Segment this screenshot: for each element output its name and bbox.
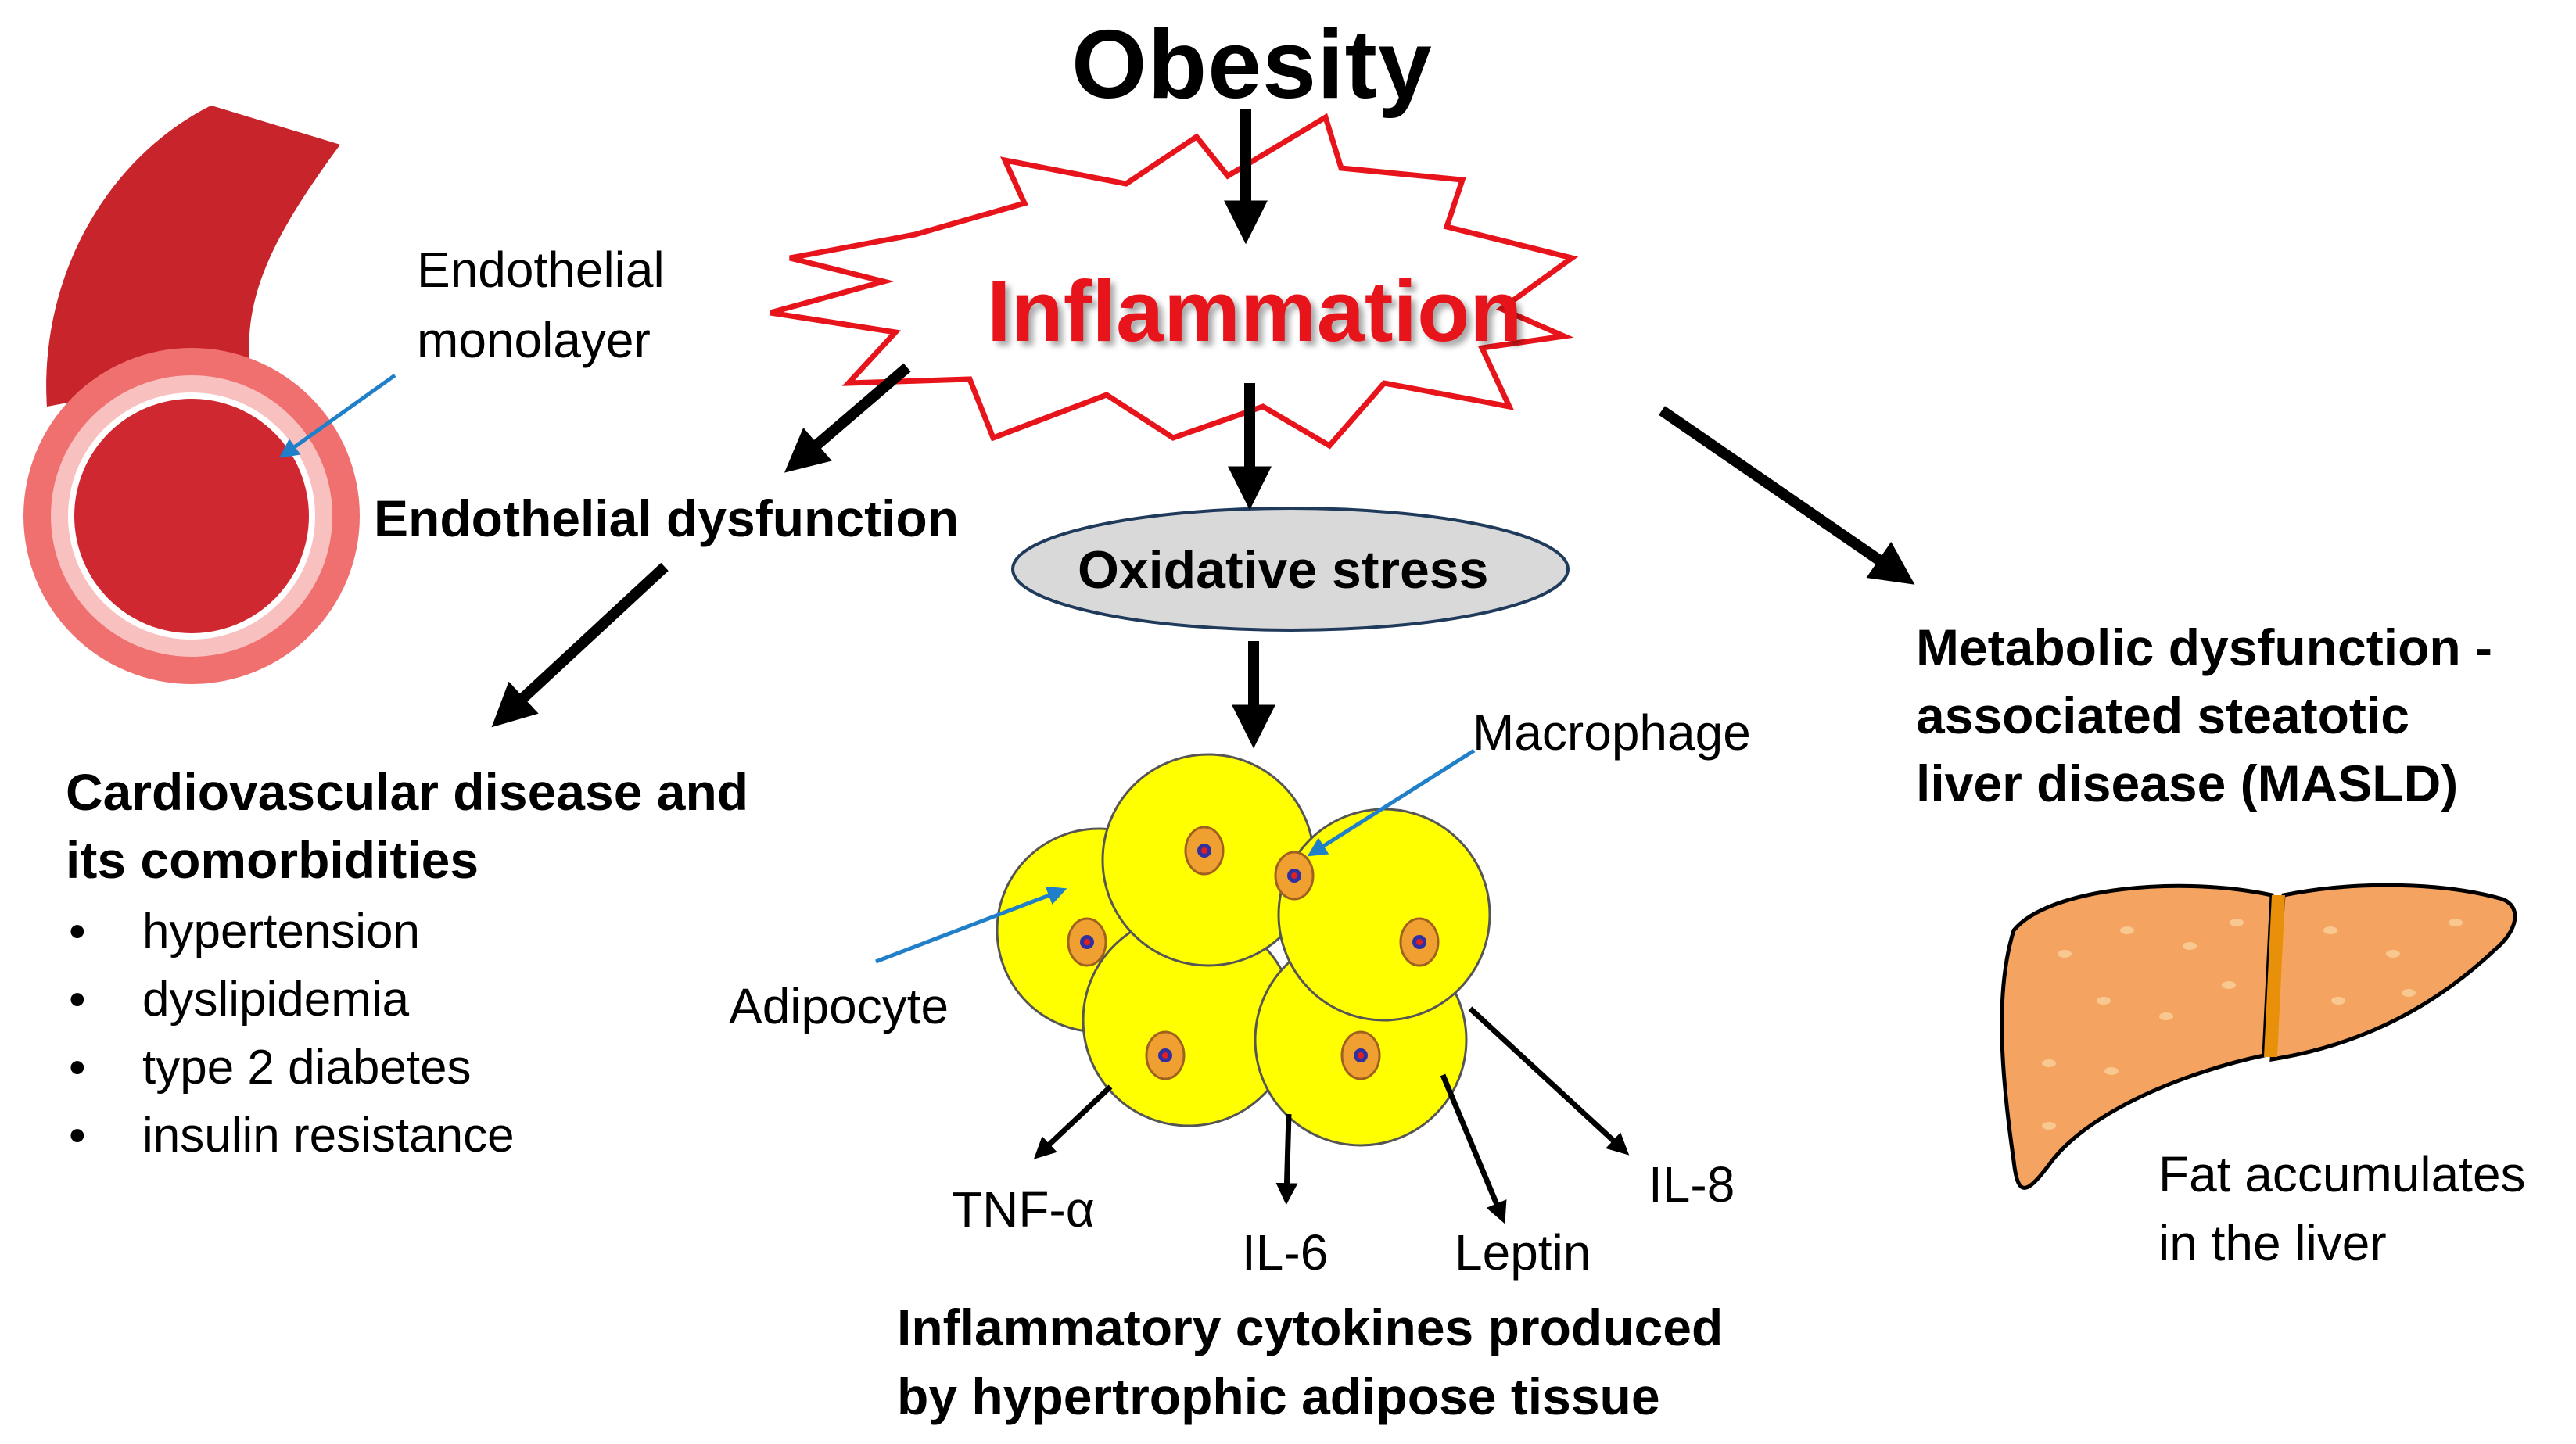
cytokine-il-8: IL-8 bbox=[1649, 1156, 1735, 1213]
cytokines-caption-line2: by hypertrophic adipose tissue bbox=[897, 1367, 1660, 1425]
cytokine-il-6: IL-6 bbox=[1242, 1224, 1329, 1281]
endothelial-monolayer-label-line1: Endothelial bbox=[417, 242, 665, 298]
comorbidities-list: hypertension dyslipidemia type 2 diabete… bbox=[61, 898, 515, 1170]
liver-caption-line2: in the liver bbox=[2158, 1215, 2387, 1271]
page-title: Obesity bbox=[1071, 11, 1433, 119]
cytokine-arrows bbox=[1033, 1006, 1630, 1224]
endothelial-monolayer-label-line2: monolayer bbox=[417, 312, 651, 368]
list-item: hypertension bbox=[61, 898, 515, 966]
arrow-inflammation-to-masld bbox=[1659, 406, 1915, 585]
list-item: dyslipidemia bbox=[61, 966, 515, 1034]
liver-illustration bbox=[2000, 883, 2517, 1190]
macrophage-label: Macrophage bbox=[1473, 704, 1751, 761]
arrow-endothelial-to-cardio bbox=[491, 562, 669, 728]
cytokine-leptin: Leptin bbox=[1455, 1224, 1591, 1281]
inflammation-burst bbox=[770, 113, 1579, 450]
endothelial-dysfunction-label: Endothelial dysfunction bbox=[374, 489, 960, 547]
adipocyte-pointer-arrow bbox=[875, 886, 1067, 964]
adipocyte-label: Adipocyte bbox=[729, 978, 949, 1034]
macrophage-cells bbox=[1067, 826, 1440, 1080]
cardiovascular-heading-line2: its comorbidities bbox=[66, 831, 479, 889]
list-item: type 2 diabetes bbox=[61, 1034, 515, 1102]
macrophage-pointer-arrow bbox=[1307, 748, 1476, 857]
masld-label-line3: liver disease (MASLD) bbox=[1916, 754, 2459, 812]
cytokines-caption-line1: Inflammatory cytokines produced bbox=[897, 1299, 1724, 1356]
oxidative-stress-oval bbox=[1011, 507, 1570, 632]
cardiovascular-heading-line1: Cardiovascular disease and bbox=[66, 763, 749, 821]
flow-arrows bbox=[491, 109, 1915, 749]
liver-caption-line1: Fat accumulates bbox=[2158, 1146, 2526, 1202]
endothelial-pointer-arrow bbox=[278, 373, 396, 458]
arrow-inflammation-to-endothelial bbox=[784, 363, 911, 473]
masld-label-line1: Metabolic dysfunction - bbox=[1916, 618, 2493, 676]
list-item: insulin resistance bbox=[61, 1102, 515, 1170]
blood-vessel-illustration bbox=[23, 106, 360, 684]
inflammation-label: Inflammation bbox=[987, 263, 1523, 360]
cytokine-tnf-alpha: TNF-α bbox=[952, 1181, 1095, 1238]
masld-label-line2: associated steatotic bbox=[1916, 686, 2409, 744]
oxidative-stress-label: Oxidative stress bbox=[1078, 540, 1489, 600]
